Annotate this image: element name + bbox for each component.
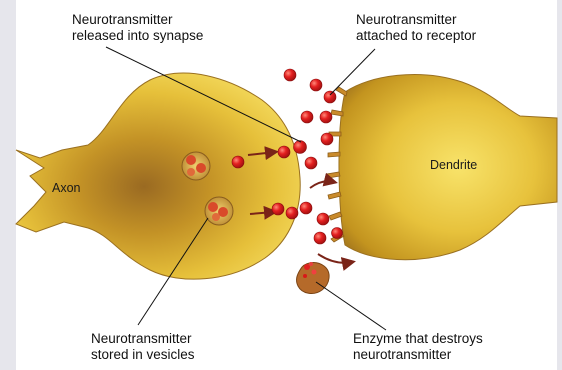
label-line: attached to receptor	[356, 28, 476, 44]
label-released-into-synapse: Neurotransmitter released into synapse	[72, 12, 203, 44]
binding-arrow-lower	[318, 254, 352, 263]
label-line: Neurotransmitter	[91, 331, 195, 347]
binding-arrow-upper	[310, 181, 334, 188]
label-line: Neurotransmitter	[72, 12, 203, 28]
label-stored-in-vesicles: Neurotransmitter stored in vesicles	[91, 331, 195, 363]
label-line: Enzyme that destroys	[353, 331, 483, 347]
label-line: neurotransmitter	[353, 347, 483, 363]
label-line: stored in vesicles	[91, 347, 195, 363]
vesicle-upper	[182, 152, 210, 180]
label-dendrite: Dendrite	[430, 158, 477, 172]
label-attached-to-receptor: Neurotransmitter attached to receptor	[356, 12, 476, 44]
enzyme	[297, 262, 330, 293]
label-line: released into synapse	[72, 28, 203, 44]
label-line: Neurotransmitter	[356, 12, 476, 28]
axon-terminal	[16, 73, 300, 279]
vesicle-lower	[205, 197, 233, 225]
label-axon: Axon	[52, 181, 81, 195]
label-enzyme: Enzyme that destroys neurotransmitter	[353, 331, 483, 363]
